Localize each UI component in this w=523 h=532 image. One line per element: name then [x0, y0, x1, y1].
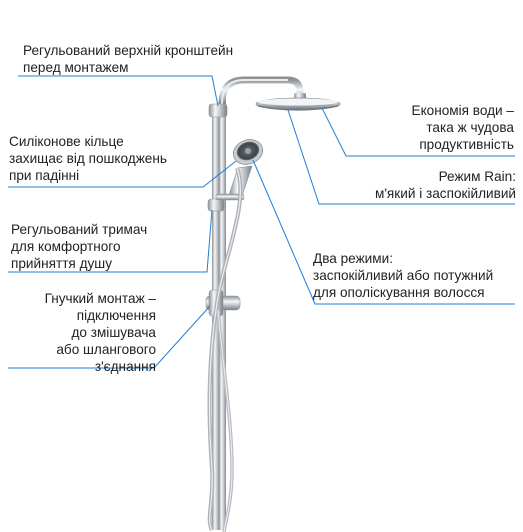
- callout-line: або шлангового: [56, 342, 156, 357]
- callout-adjustable-holder: Регульований тримач для комфортного прий…: [11, 221, 147, 272]
- callout-line: Режим Rain:: [438, 169, 516, 184]
- leader-rain: [287, 109, 515, 205]
- callout-line: заспокійливий або потужний: [313, 268, 494, 283]
- callout-line: Гнучкий монтаж –: [44, 291, 156, 306]
- callout-line: перед монтажем: [23, 60, 129, 75]
- callout-line: Силіконове кільце: [9, 134, 124, 149]
- leader-lines: [8, 75, 515, 369]
- callout-line: прийняття душу: [11, 256, 112, 271]
- callout-line: продуктивність: [419, 137, 514, 152]
- callout-line: захищає від пошкоджень: [9, 151, 167, 166]
- hand-shower-holder: [207, 198, 225, 212]
- leader-flexible: [8, 305, 211, 369]
- callout-water-economy: Економія води – така ж чудова продуктивн…: [384, 102, 515, 153]
- leader-economy: [321, 107, 515, 157]
- callout-line: до змішувача: [71, 325, 156, 340]
- leader-silicone: [8, 160, 237, 188]
- leader-bracket: [18, 75, 219, 107]
- callout-line: для комфортного: [11, 239, 121, 254]
- callout-line: для ополіскування волосся: [313, 285, 485, 300]
- callout-line: підключення: [76, 308, 156, 323]
- leader-holder: [8, 209, 213, 273]
- callout-silicone-ring: Силіконове кільце захищає від пошкоджень…: [9, 133, 167, 184]
- leader-two-modes: [252, 159, 515, 305]
- callout-rain-mode: Режим Rain: м'який і заспокійливий: [334, 168, 516, 202]
- hand-shower: [229, 139, 264, 199]
- callout-line: Регульований тримач: [11, 222, 148, 237]
- callout-line: при падінні: [9, 168, 80, 183]
- callout-two-modes: Два режими: заспокійливий або потужний д…: [313, 250, 493, 301]
- callout-line: така ж чудова: [426, 120, 514, 135]
- callout-upper-bracket: Регульований верхній кронштейн перед мон…: [23, 42, 233, 76]
- callout-line: Економія води –: [411, 103, 515, 118]
- callout-line: з'єднання: [94, 359, 156, 374]
- callout-flexible-mounting: Гнучкий монтаж – підключення до змішувач…: [24, 290, 156, 375]
- callout-line: м'який і заспокійливий: [374, 186, 516, 201]
- callout-line: Два режими:: [313, 251, 393, 266]
- callout-line: Регульований верхній кронштейн: [23, 43, 234, 58]
